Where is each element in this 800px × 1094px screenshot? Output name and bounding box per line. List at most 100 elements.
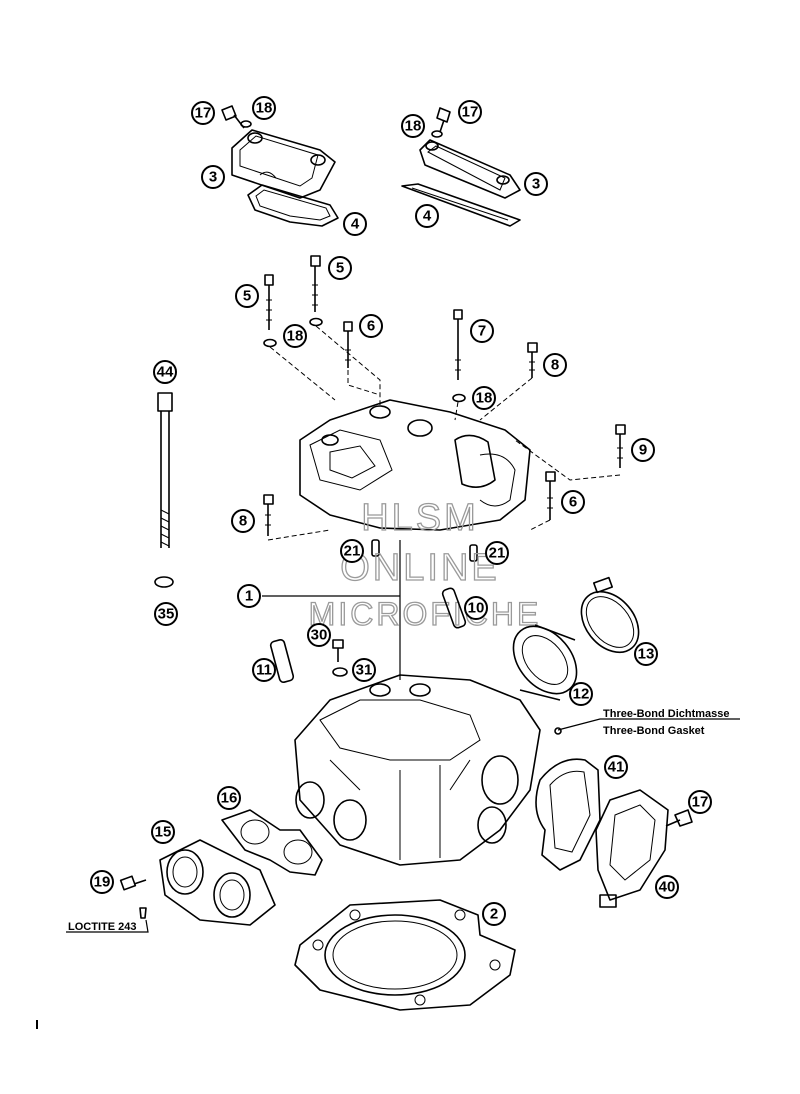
bolt-6-upper xyxy=(343,321,353,368)
valve-cover-left xyxy=(231,129,336,199)
svg-text:5: 5 xyxy=(243,288,251,305)
callout-3-right: 3 xyxy=(524,172,548,196)
svg-text:18: 18 xyxy=(256,100,273,117)
svg-text:18: 18 xyxy=(476,390,493,407)
assembly-line-1 xyxy=(269,346,336,401)
svg-text:21: 21 xyxy=(344,543,361,560)
callout-8-upper: 8 xyxy=(543,353,567,377)
callout-17-top-left: 17 xyxy=(191,101,215,125)
head-gasket-2 xyxy=(294,899,516,1011)
svg-text:5: 5 xyxy=(336,260,344,277)
washer-18-top-right xyxy=(431,130,443,138)
valve-guide-10 xyxy=(441,587,467,629)
watermark: HLSM ONLINE MICROFICHE xyxy=(308,496,539,632)
bolt-17-top-right xyxy=(436,107,451,133)
callout-40: 40 xyxy=(655,875,679,899)
svg-text:10: 10 xyxy=(468,600,485,617)
bolt-8-lower xyxy=(263,494,274,536)
svg-text:17: 17 xyxy=(195,105,212,122)
assembly-line-5 xyxy=(479,377,533,421)
svg-text:7: 7 xyxy=(478,323,486,340)
callout-4-right: 4 xyxy=(415,204,439,228)
svg-text:9: 9 xyxy=(639,442,647,459)
callout-10: 10 xyxy=(464,596,488,620)
valve-guide-11 xyxy=(269,639,295,683)
svg-text:3: 3 xyxy=(532,176,540,193)
leader-loctite xyxy=(66,919,149,933)
watermark-line-1: HLSM xyxy=(361,497,479,539)
loctite-note: LOCTITE 243 xyxy=(68,921,136,933)
callout-18-left: 18 xyxy=(283,324,307,348)
exhaust-gasket-16 xyxy=(221,809,323,876)
leader-sealant xyxy=(557,718,740,731)
callout-12: 12 xyxy=(569,682,593,706)
callout-6-upper: 6 xyxy=(359,314,383,338)
callout-9: 9 xyxy=(631,438,655,462)
svg-text:15: 15 xyxy=(155,824,172,841)
valve-cover-gasket-right xyxy=(401,183,521,227)
bolt-30 xyxy=(332,639,344,662)
callout-16: 16 xyxy=(217,786,241,810)
washer-18-center xyxy=(309,317,323,327)
svg-text:19: 19 xyxy=(94,874,111,891)
camshaft-carrier xyxy=(299,399,531,531)
screw-19 xyxy=(119,875,147,919)
svg-text:17: 17 xyxy=(462,104,479,121)
sealant-note-en: Three-Bond Gasket xyxy=(603,725,705,737)
assembly-line-2 xyxy=(315,325,381,405)
callout-17-right: 17 xyxy=(688,790,712,814)
callout-3-left: 3 xyxy=(201,165,225,189)
svg-text:4: 4 xyxy=(423,208,432,225)
callout-8-lower: 8 xyxy=(231,509,255,533)
svg-text:3: 3 xyxy=(209,169,217,186)
stud-44 xyxy=(157,392,173,548)
callout-18-right: 18 xyxy=(472,386,496,410)
intake-boot-12 xyxy=(512,624,578,701)
intake-flange-15 xyxy=(159,839,276,926)
watermark-line-2: ONLINE xyxy=(340,547,499,589)
valve-cover-gasket-left xyxy=(247,184,339,227)
callout-2: 2 xyxy=(482,902,506,926)
callout-19: 19 xyxy=(90,870,114,894)
svg-text:18: 18 xyxy=(287,328,304,345)
hose-clamp-13 xyxy=(580,576,640,654)
callout-17-top-right: 17 xyxy=(458,100,482,124)
svg-text:40: 40 xyxy=(659,879,676,896)
callout-41: 41 xyxy=(604,755,628,779)
callout-30: 30 xyxy=(307,623,331,647)
chain-tensioner-40 xyxy=(595,789,669,908)
cylinder-head xyxy=(294,674,541,866)
sealant-note-de: Three-Bond Dichtmasse xyxy=(603,708,730,720)
assembly-line-6 xyxy=(514,439,621,481)
svg-text:30: 30 xyxy=(311,627,328,644)
svg-text:44: 44 xyxy=(157,364,174,381)
callout-44: 44 xyxy=(153,360,177,384)
svg-text:4: 4 xyxy=(351,216,360,233)
callout-1: 1 xyxy=(237,584,261,608)
assembly-line-4 xyxy=(454,401,459,421)
callout-21-left: 21 xyxy=(340,539,364,563)
leader-1 xyxy=(262,540,401,680)
page-mark xyxy=(36,1020,38,1029)
callout-5-left: 5 xyxy=(235,284,259,308)
valve-cover-right xyxy=(419,139,521,199)
svg-text:16: 16 xyxy=(221,790,238,807)
svg-text:17: 17 xyxy=(692,794,709,811)
svg-text:21: 21 xyxy=(489,545,506,562)
svg-text:6: 6 xyxy=(367,318,375,335)
callout-7: 7 xyxy=(470,319,494,343)
callout-6-lower: 6 xyxy=(561,490,585,514)
bolt-8-upper xyxy=(527,342,538,378)
callout-5-center: 5 xyxy=(328,256,352,280)
svg-text:31: 31 xyxy=(356,662,373,679)
svg-text:8: 8 xyxy=(551,357,559,374)
washer-35 xyxy=(154,576,174,588)
assembly-line-7 xyxy=(529,519,551,531)
svg-text:11: 11 xyxy=(256,662,272,679)
callout-18-top-right: 18 xyxy=(401,114,425,138)
callout-4-left: 4 xyxy=(343,212,367,236)
callout-13: 13 xyxy=(634,642,658,666)
callout-15: 15 xyxy=(151,820,175,844)
bolt-7 xyxy=(453,309,463,380)
